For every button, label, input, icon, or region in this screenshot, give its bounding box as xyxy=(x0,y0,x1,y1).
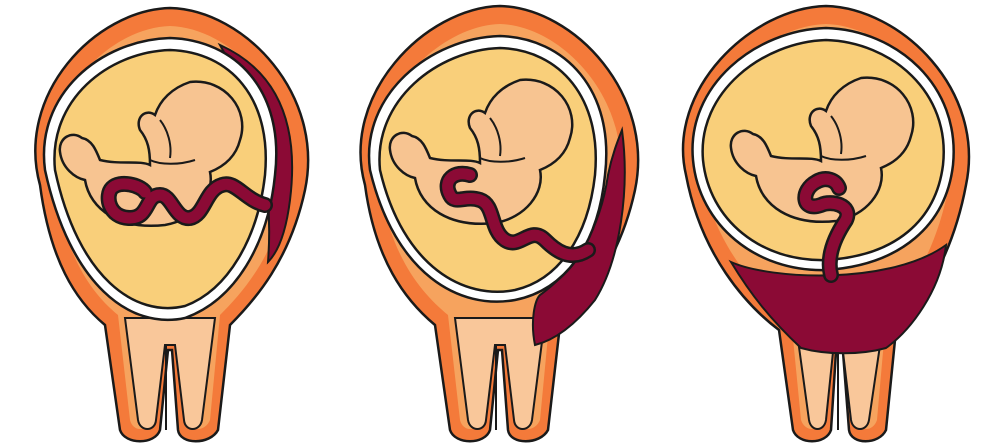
panel-3-illustration xyxy=(661,0,991,448)
cervix xyxy=(125,318,215,430)
panel-2-uterus xyxy=(330,0,660,448)
panel-1-illustration xyxy=(0,0,330,448)
panel-1-uterus xyxy=(0,0,330,448)
cervix xyxy=(455,318,545,430)
panel-2-illustration xyxy=(330,0,660,448)
panel-3-uterus xyxy=(661,0,991,448)
